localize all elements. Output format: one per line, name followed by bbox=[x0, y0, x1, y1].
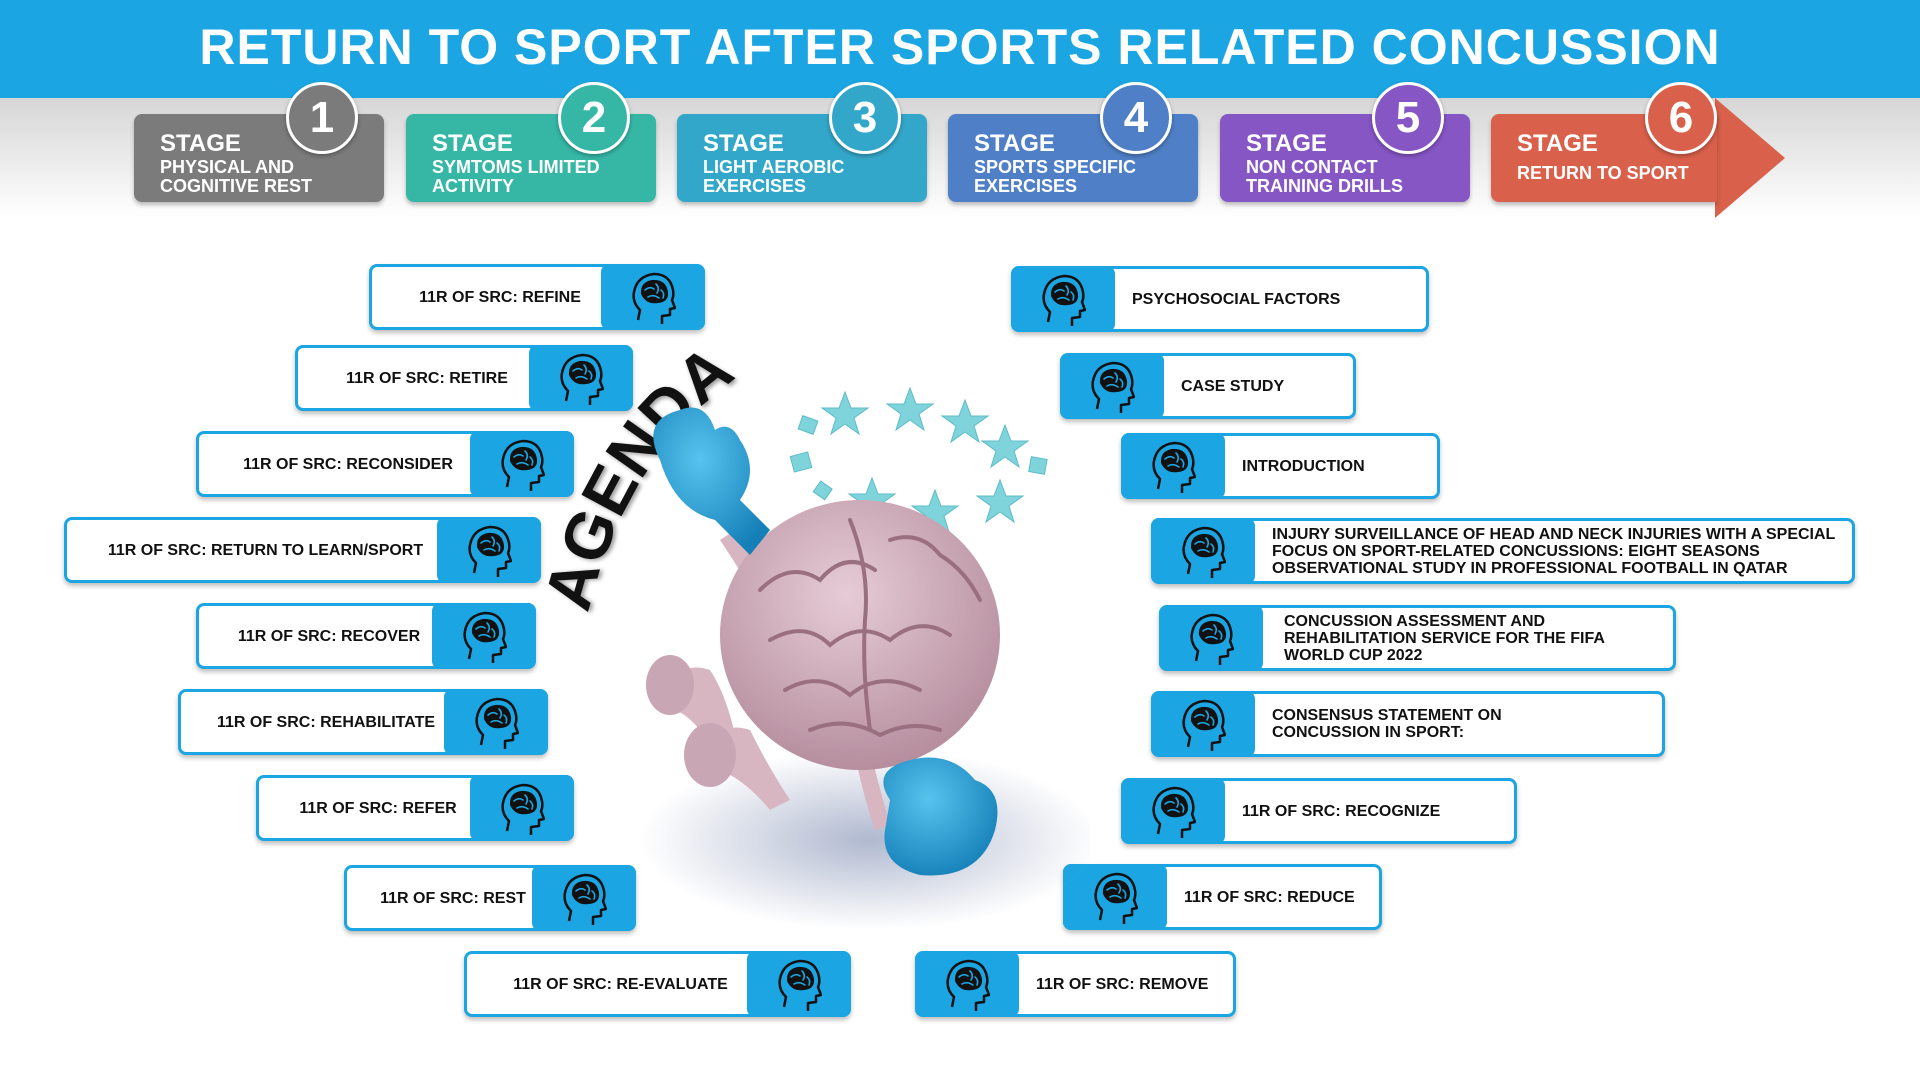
agenda-item-refer[interactable]: 11R OF SRC: REFER bbox=[256, 775, 574, 841]
stage-label: STAGE bbox=[703, 130, 784, 157]
agenda-item-re-evaluate[interactable]: 11R OF SRC: RE-EVALUATE bbox=[464, 951, 851, 1017]
stage-description: SYMTOMS LIMITED ACTIVITY bbox=[432, 157, 600, 196]
head-brain-icon bbox=[1151, 518, 1255, 584]
stage-number: 3 bbox=[829, 82, 901, 154]
head-brain-icon bbox=[1060, 353, 1164, 419]
stage-number: 4 bbox=[1100, 82, 1172, 154]
head-brain-icon bbox=[444, 689, 548, 755]
agenda-item-label: 11R OF SRC: REMOVE bbox=[1036, 975, 1209, 993]
agenda-item-label: INTRODUCTION bbox=[1242, 457, 1365, 475]
agenda-item-recognize[interactable]: 11R OF SRC: RECOGNIZE bbox=[1121, 778, 1517, 844]
head-brain-icon bbox=[1121, 433, 1225, 499]
agenda-item-label: 11R OF SRC: REST bbox=[380, 889, 526, 907]
head-brain-icon bbox=[1121, 778, 1225, 844]
head-brain-icon bbox=[1159, 605, 1263, 671]
stage-label: STAGE bbox=[1517, 130, 1598, 157]
agenda-item-rest[interactable]: 11R OF SRC: REST bbox=[344, 865, 636, 931]
agenda-item-label: CONCUSSION ASSESSMENT AND REHABILITATION… bbox=[1284, 612, 1605, 664]
stage-label: STAGE bbox=[432, 130, 513, 157]
head-brain-icon bbox=[915, 951, 1019, 1017]
agenda-item-injury-surveillance[interactable]: INJURY SURVEILLANCE OF HEAD AND NECK INJ… bbox=[1151, 518, 1855, 584]
head-brain-icon bbox=[1011, 266, 1115, 332]
stage-number: 1 bbox=[286, 82, 358, 154]
stage-number: 6 bbox=[1645, 82, 1717, 154]
head-brain-icon bbox=[470, 775, 574, 841]
title-banner bbox=[0, 0, 1920, 98]
agenda-item-label: INJURY SURVEILLANCE OF HEAD AND NECK INJ… bbox=[1272, 525, 1836, 577]
page-title: RETURN TO SPORT AFTER SPORTS RELATED CON… bbox=[199, 19, 1721, 75]
stage-description: NON CONTACT TRAINING DRILLS bbox=[1246, 157, 1403, 196]
agenda-item-label: 11R OF SRC: RE-EVALUATE bbox=[513, 975, 728, 993]
agenda-item-label: 11R OF SRC: RETURN TO LEARN/SPORT bbox=[107, 541, 424, 559]
agenda-item-label: 11R OF SRC: RECONSIDER bbox=[243, 455, 453, 473]
agenda-item-rehabilitate[interactable]: 11R OF SRC: REHABILITATE bbox=[178, 689, 548, 755]
stage-number: 5 bbox=[1372, 82, 1444, 154]
agenda-item-consensus-statement[interactable]: CONSENSUS STATEMENT ON CONCUSSION IN SPO… bbox=[1151, 691, 1665, 757]
stage-description: RETURN TO SPORT bbox=[1517, 163, 1689, 183]
head-brain-icon bbox=[437, 517, 541, 583]
agenda-item-return-to-learn-sport[interactable]: 11R OF SRC: RETURN TO LEARN/SPORT bbox=[64, 517, 541, 583]
agenda-item-reconsider[interactable]: 11R OF SRC: RECONSIDER bbox=[196, 431, 574, 497]
stage-description: LIGHT AEROBIC EXERCISES bbox=[703, 157, 845, 196]
stage-2: STAGE SYMTOMS LIMITED ACTIVITY 2 bbox=[406, 82, 656, 202]
agenda-item-label: 11R OF SRC: REHABILITATE bbox=[216, 713, 436, 731]
stage-1: STAGE PHYSICAL AND COGNITIVE REST 1 bbox=[134, 82, 384, 202]
stars-icon bbox=[789, 386, 1048, 534]
agenda-item-recover[interactable]: 11R OF SRC: RECOVER bbox=[196, 603, 536, 669]
stage-6: STAGE RETURN TO SPORT 6 bbox=[1491, 82, 1717, 202]
stage-number: 2 bbox=[558, 82, 630, 154]
agenda-item-label: CONSENSUS STATEMENT ON CONCUSSION IN SPO… bbox=[1272, 707, 1502, 741]
head-brain-icon bbox=[747, 951, 851, 1017]
agenda-item-introduction[interactable]: INTRODUCTION bbox=[1121, 433, 1440, 499]
agenda-item-case-study[interactable]: CASE STUDY bbox=[1060, 353, 1356, 419]
stage-label: STAGE bbox=[1246, 130, 1327, 157]
boxing-glove-icon bbox=[653, 407, 998, 876]
stage-5: STAGE NON CONTACT TRAINING DRILLS 5 bbox=[1220, 82, 1470, 202]
head-brain-icon bbox=[1151, 691, 1255, 757]
agenda-item-label: 11R OF SRC: RETIRE bbox=[346, 369, 508, 387]
stage-description: PHYSICAL AND COGNITIVE REST bbox=[160, 157, 313, 196]
agenda-item-label: 11R OF SRC: REDUCE bbox=[1184, 888, 1355, 906]
agenda-item-reduce[interactable]: 11R OF SRC: REDUCE bbox=[1063, 864, 1382, 930]
stage-description: SPORTS SPECIFIC EXERCISES bbox=[974, 157, 1137, 196]
agenda-item-label: 11R OF SRC: REFER bbox=[299, 799, 457, 817]
agenda-item-remove[interactable]: 11R OF SRC: REMOVE bbox=[915, 951, 1236, 1017]
knocked-out-brain-illustration bbox=[640, 386, 1090, 930]
agenda-item-label: 11R OF SRC: RECOGNIZE bbox=[1242, 802, 1441, 820]
agenda-item-psychosocial-factors[interactable]: PSYCHOSOCIAL FACTORS bbox=[1011, 266, 1429, 332]
agenda-item-label: PSYCHOSOCIAL FACTORS bbox=[1132, 290, 1341, 308]
head-brain-icon bbox=[470, 431, 574, 497]
agenda-item-concussion-assessment[interactable]: CONCUSSION ASSESSMENT AND REHABILITATION… bbox=[1159, 605, 1676, 671]
stage-4: STAGE SPORTS SPECIFIC EXERCISES 4 bbox=[948, 82, 1198, 202]
head-brain-icon bbox=[601, 264, 705, 330]
agenda-item-label: 11R OF SRC: RECOVER bbox=[237, 627, 421, 645]
head-brain-icon bbox=[529, 345, 633, 411]
head-brain-icon bbox=[432, 603, 536, 669]
stage-label: STAGE bbox=[160, 130, 241, 157]
agenda-item-refine[interactable]: 11R OF SRC: REFINE bbox=[369, 264, 705, 330]
agenda-item-retire[interactable]: 11R OF SRC: RETIRE bbox=[295, 345, 633, 411]
agenda-item-label: CASE STUDY bbox=[1181, 377, 1285, 395]
agenda-item-label: 11R OF SRC: REFINE bbox=[419, 288, 581, 306]
arrow-head bbox=[1715, 98, 1785, 218]
head-brain-icon bbox=[532, 865, 636, 931]
stage-3: STAGE LIGHT AEROBIC EXERCISES 3 bbox=[677, 82, 927, 202]
stage-label: STAGE bbox=[974, 130, 1055, 157]
